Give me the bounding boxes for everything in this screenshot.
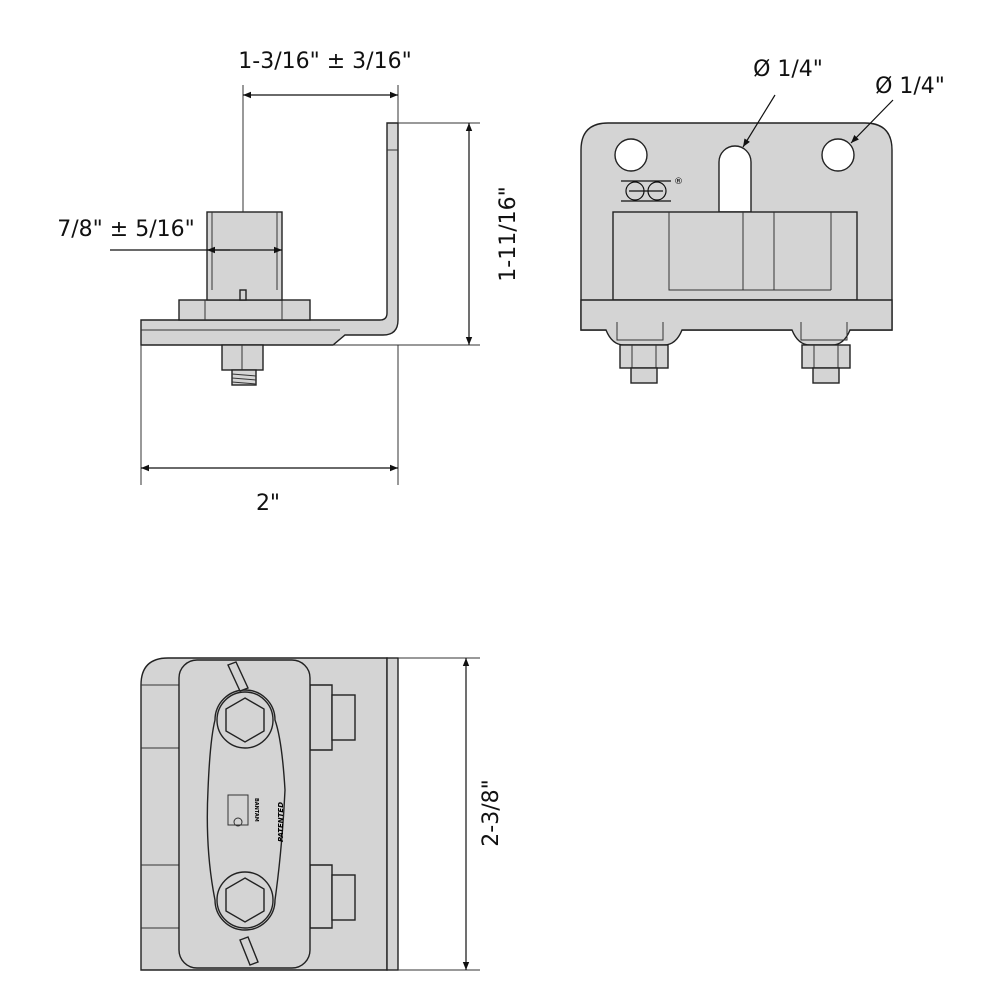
logo-text: BANTAM xyxy=(253,798,259,822)
brand-logo: ® xyxy=(621,177,683,202)
mounting-hole xyxy=(821,138,855,172)
patented-marking: PATENTED xyxy=(277,802,285,842)
front-view: ® Ø 1/4" Ø 1/4" xyxy=(580,57,945,384)
dim-bottom-length: 2-3/8" xyxy=(479,779,504,846)
bolt-thread xyxy=(231,369,257,386)
dim-block-width: 7/8" ± 5/16" xyxy=(57,217,194,242)
bottom-view: BANTAM PATENTED 2-3/8" xyxy=(140,657,504,971)
dim-height: 1-11/16" xyxy=(496,186,521,281)
mounting-hole xyxy=(614,138,648,172)
side-view: 1-3/16" ± 3/16" 7/8" ± 5/16" 1-11/16" 2" xyxy=(57,49,521,516)
dim-base-width: 2" xyxy=(256,491,280,516)
dim-hole-diameter: Ø 1/4" xyxy=(875,74,945,99)
dim-slot-diameter: Ø 1/4" xyxy=(753,57,823,82)
svg-text:®: ® xyxy=(674,177,683,187)
dim-top-width: 1-3/16" ± 3/16" xyxy=(238,49,411,74)
slot xyxy=(718,145,752,213)
